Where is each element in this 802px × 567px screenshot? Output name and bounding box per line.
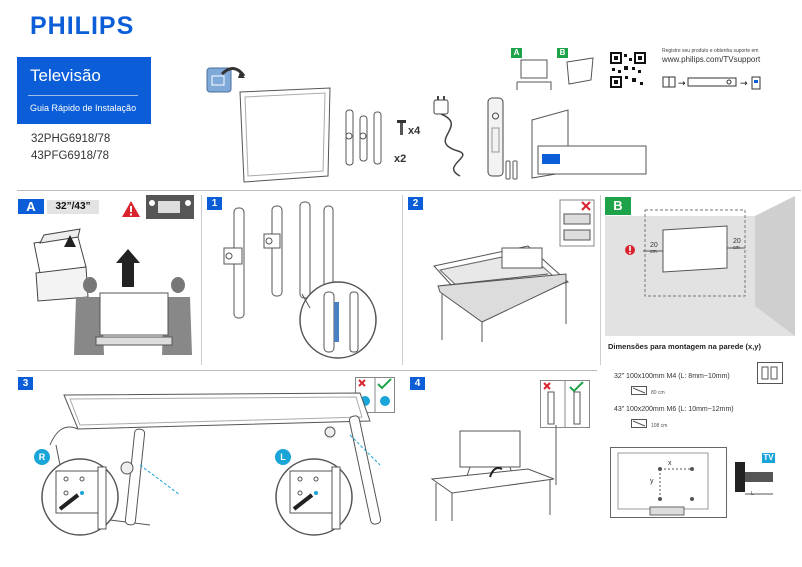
warning-icon bbox=[122, 201, 140, 217]
section-divider-top bbox=[17, 190, 801, 191]
column-divider-2 bbox=[402, 195, 403, 365]
two-person-lift-icon bbox=[146, 195, 194, 219]
step-3-badge: 3 bbox=[18, 377, 33, 390]
vesa-y-label: y bbox=[650, 478, 654, 485]
step-b-badge: B bbox=[605, 197, 631, 215]
wall-mount-thumbnail bbox=[566, 57, 594, 85]
stand-legs-illustration bbox=[345, 109, 382, 166]
vesa-x-label: x bbox=[668, 460, 672, 467]
column-divider-1 bbox=[201, 195, 202, 365]
cable-clip-compare-icon bbox=[540, 380, 590, 428]
brand-logo: PHILIPS bbox=[30, 12, 135, 40]
spec-43-distance: 108 cm bbox=[651, 423, 668, 429]
register-instruction: Registre seu produto e obtenha suporte e… bbox=[662, 48, 759, 54]
remote-control-illustration bbox=[487, 97, 504, 177]
spec-32-inch: 32” 100x100mm M4 (L: 8mm~10mm) bbox=[614, 373, 730, 380]
option-badge-a: A bbox=[511, 48, 522, 58]
right-clearance-value: 20 bbox=[733, 238, 741, 245]
power-cord-illustration bbox=[433, 96, 464, 177]
left-clearance-unit: cm bbox=[650, 249, 657, 255]
tv-on-table-illustration bbox=[433, 245, 570, 342]
screw-length-label: L bbox=[751, 491, 754, 497]
screws-quantity: x4 bbox=[408, 125, 421, 137]
wrong-placement-icon bbox=[559, 199, 595, 247]
vesa-pattern-diagram bbox=[610, 447, 727, 518]
cover-title-panel bbox=[17, 57, 151, 124]
screw-length-diagram bbox=[735, 462, 773, 495]
section-divider-bottom bbox=[17, 370, 597, 371]
wall-mount-dimensions-heading: Dimensões para montagem na parede (x,y) bbox=[608, 342, 761, 351]
support-url[interactable]: www.philips.com/TVsupport bbox=[662, 55, 761, 64]
step-a-badge: A bbox=[18, 199, 44, 214]
wall-bracket-icon bbox=[757, 362, 783, 384]
spec-43-inch: 43” 100x200mm M6 (L: 10mm~12mm) bbox=[614, 406, 734, 413]
unbox-lift-illustration bbox=[33, 228, 192, 355]
batteries-illustration bbox=[505, 160, 518, 180]
screw-icon bbox=[397, 120, 406, 135]
tv-on-stand-final-illustration bbox=[430, 425, 557, 521]
svg-text:→: → bbox=[740, 79, 748, 89]
title-divider bbox=[28, 95, 138, 96]
support-flow-icons: → → bbox=[662, 76, 761, 90]
qr-code[interactable] bbox=[610, 52, 646, 88]
left-side-zoom bbox=[275, 458, 353, 536]
tv-tag: TV bbox=[762, 453, 775, 463]
spec-43-diagonal-icon bbox=[631, 419, 647, 428]
model-number-32: 32PHG6918/78 bbox=[31, 133, 111, 145]
unbox-icon bbox=[206, 67, 246, 93]
spec-32-diagonal-icon bbox=[631, 386, 647, 395]
stands-quantity: x2 bbox=[394, 153, 407, 165]
step-4-badge: 4 bbox=[410, 377, 425, 390]
step-2-badge: 2 bbox=[408, 197, 423, 210]
tv-face-down-screws-illustration bbox=[49, 392, 382, 526]
wall-mount-scene bbox=[605, 196, 795, 336]
right-side-marker: R bbox=[34, 449, 50, 465]
left-clearance-value: 20 bbox=[650, 242, 658, 249]
spec-32-distance: 80 cm bbox=[651, 390, 665, 396]
left-side-marker: L bbox=[275, 449, 291, 465]
model-number-43: 43PFG6918/78 bbox=[31, 150, 110, 162]
cover-subtitle: Guia Rápido de Instalação bbox=[30, 103, 137, 113]
table-stand-thumbnail bbox=[516, 59, 552, 90]
stand-attach-illustration bbox=[223, 201, 377, 359]
screen-size-tab: 32”/43” bbox=[47, 200, 99, 214]
step-1-badge: 1 bbox=[207, 197, 222, 210]
right-clearance-unit: cm bbox=[733, 245, 740, 251]
svg-text:→: → bbox=[678, 79, 686, 89]
cover-title: Televisão bbox=[30, 66, 101, 85]
tv-panel-illustration bbox=[239, 87, 331, 183]
column-divider-3 bbox=[600, 195, 601, 365]
right-side-zoom bbox=[41, 458, 119, 536]
documents-illustration bbox=[531, 109, 647, 179]
option-badge-b: B bbox=[557, 48, 568, 58]
